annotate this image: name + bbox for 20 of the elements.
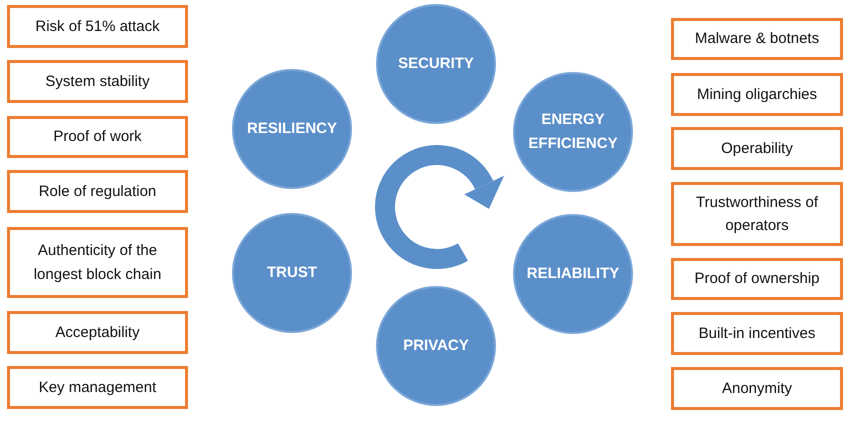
factor-box: Authenticity of the longest block chain — [7, 227, 188, 298]
topic-circle: PRIVACY — [376, 286, 496, 406]
factor-box: Acceptability — [7, 311, 188, 354]
topic-circle: RESILIENCY — [232, 69, 352, 189]
factor-box: Anonymity — [671, 367, 843, 410]
factor-box: Operability — [671, 127, 843, 170]
factor-box: Key management — [7, 366, 188, 409]
factor-box: Risk of 51% attack — [7, 5, 188, 48]
factor-box: Role of regulation — [7, 170, 188, 213]
topic-circle: ENERGY EFFICIENCY — [513, 72, 633, 192]
factor-box: Malware & botnets — [671, 18, 843, 60]
topic-circle: RELIABILITY — [513, 214, 633, 334]
factor-box: Trustworthiness of operators — [671, 182, 843, 246]
topic-circle: SECURITY — [376, 4, 496, 124]
factor-box: Built-in incentives — [671, 312, 843, 355]
factor-box: System stability — [7, 60, 188, 103]
factor-box: Proof of ownership — [671, 258, 843, 300]
factor-box: Proof of work — [7, 116, 188, 158]
factor-box: Mining oligarchies — [671, 73, 843, 116]
topic-circle: TRUST — [232, 213, 352, 333]
